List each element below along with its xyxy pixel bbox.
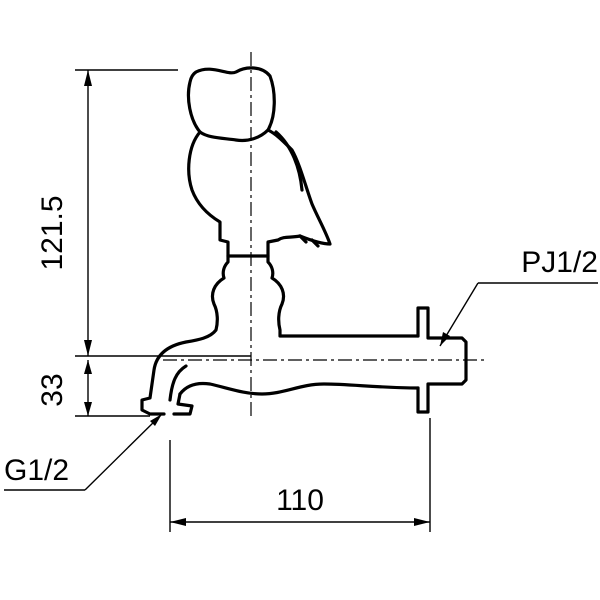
owl-body bbox=[187, 128, 332, 258]
dimension-label-height-lower: 33 bbox=[36, 373, 69, 406]
valve-neck bbox=[140, 254, 230, 416]
hose-nozzle bbox=[416, 306, 468, 414]
owl-tail-feathers bbox=[298, 234, 320, 248]
dimension-label-width: 110 bbox=[276, 484, 324, 517]
faucet-body bbox=[140, 254, 468, 416]
owl-head bbox=[186, 66, 276, 143]
owl-wing bbox=[274, 130, 304, 192]
arrowhead-lower-bottom bbox=[84, 402, 92, 416]
arrowhead-lower-top bbox=[84, 360, 92, 374]
arrowhead-upper-top bbox=[84, 70, 92, 86]
spout-inner-bend bbox=[172, 392, 194, 416]
owl-handle bbox=[186, 66, 332, 258]
valve-neck-right bbox=[266, 254, 420, 338]
arrowhead-inlet bbox=[150, 414, 162, 426]
leader-line-inlet bbox=[84, 413, 163, 491]
callout-outlet-thread: PJ1/2 bbox=[439, 246, 598, 347]
arrowhead-width-right bbox=[414, 518, 430, 526]
arrowhead-upper-bottom bbox=[84, 340, 92, 356]
callout-label-inlet-thread: G1/2 bbox=[4, 454, 69, 487]
spout-lower-contour bbox=[178, 381, 420, 396]
spout-inner-curve bbox=[168, 364, 188, 402]
callout-inlet-thread: G1/2 bbox=[4, 413, 163, 491]
dimension-height-lower: 33 bbox=[36, 360, 150, 417]
callout-label-outlet-thread: PJ1/2 bbox=[521, 246, 598, 279]
arrowhead-outlet bbox=[440, 332, 450, 346]
dimension-label-height-upper: 121.5 bbox=[36, 195, 69, 270]
dimension-width: 110 bbox=[169, 418, 431, 532]
arrowhead-width-left bbox=[170, 518, 186, 526]
dimension-height-upper: 121.5 bbox=[36, 69, 251, 357]
